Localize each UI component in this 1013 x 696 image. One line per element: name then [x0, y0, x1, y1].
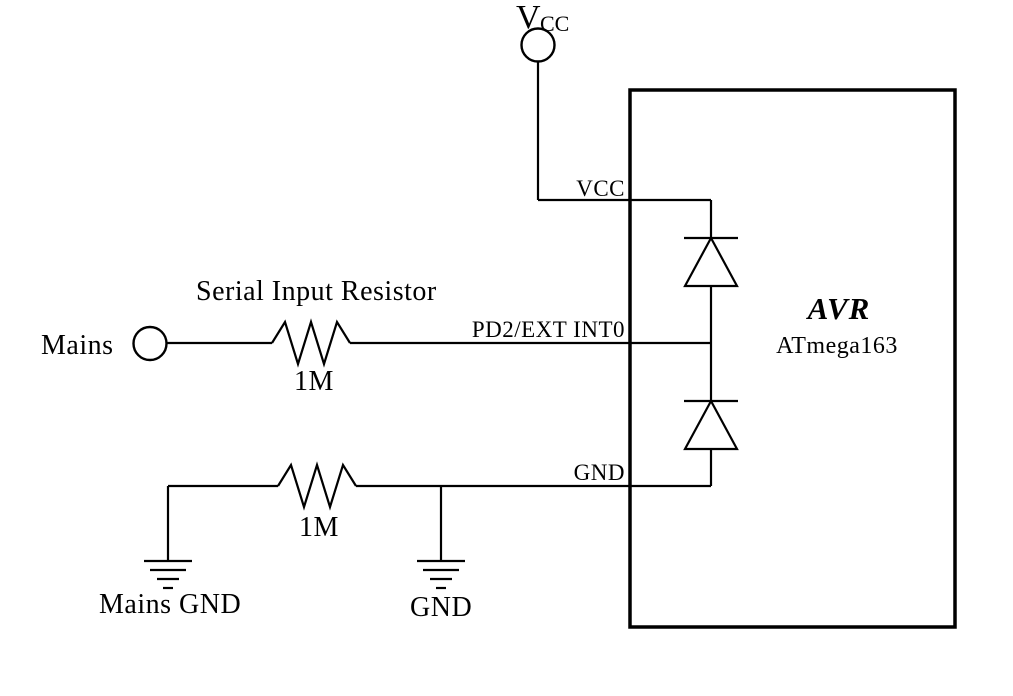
clamp-diode-lower	[683, 398, 739, 451]
vcc-supply-label: V	[516, 0, 541, 36]
input-resistor-value: 1M	[294, 366, 334, 397]
mains-ground-label: Mains GND	[99, 589, 241, 620]
logic-ground-symbol	[417, 559, 465, 590]
diode-lower-triangle	[683, 398, 739, 451]
wires	[166, 61, 713, 560]
pin-label-gnd: GND	[574, 460, 625, 485]
chip-outline	[628, 88, 957, 629]
vcc-supply-subscript: CC	[540, 11, 569, 36]
pin-label-vcc: VCC	[576, 176, 625, 201]
pin-label-pd2: PD2/EXT INT0	[472, 317, 625, 342]
mains-ground-symbol	[144, 559, 192, 590]
serial-input-resistor-symbol	[271, 318, 351, 368]
vcc-terminal-circle	[520, 27, 556, 63]
mains-terminal-circle	[132, 325, 168, 362]
serial-input-resistor-title: Serial Input Resistor	[196, 276, 437, 307]
mains-terminal-label: Mains	[41, 330, 114, 361]
chip-name-label: AVR	[806, 291, 871, 326]
clamp-diode-upper	[683, 235, 739, 288]
diode-upper-triangle	[683, 235, 739, 288]
chip-part-label: ATmega163	[776, 333, 898, 359]
logic-ground-label: GND	[410, 592, 472, 623]
ground-resistor-symbol	[277, 461, 357, 511]
ground-resistor-value: 1M	[299, 512, 339, 543]
